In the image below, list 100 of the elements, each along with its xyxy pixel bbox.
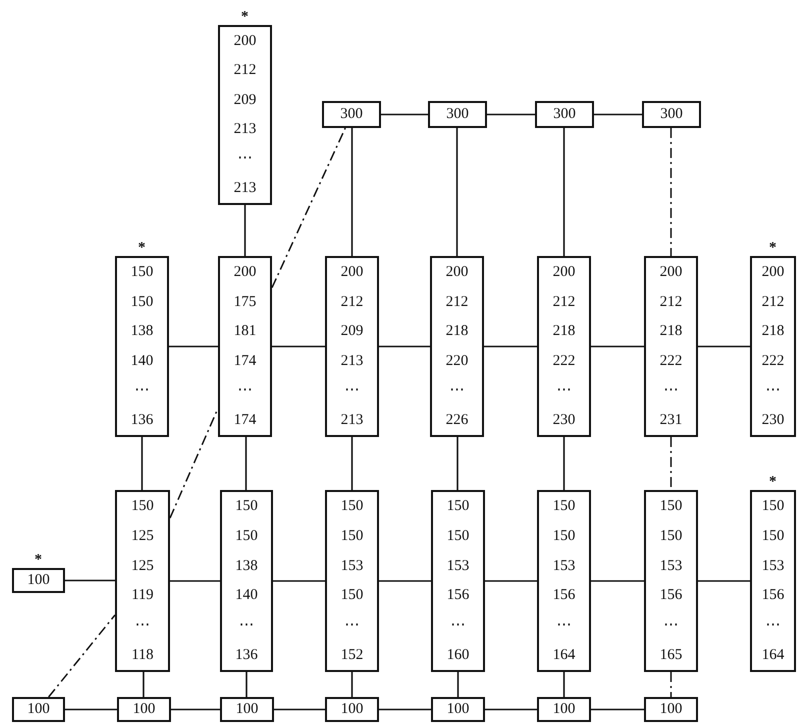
value-column-box — [644, 256, 698, 437]
value-column-box — [431, 490, 485, 672]
value-column-box — [325, 256, 379, 437]
value-text: 150 — [660, 528, 682, 544]
value-text: ⋯ — [556, 383, 572, 398]
value-text: ⋯ — [766, 618, 780, 633]
connector-line — [563, 128, 565, 256]
connector-line — [484, 346, 537, 348]
value-text: 174 — [234, 412, 256, 428]
value-text: 140 — [235, 588, 258, 604]
asterisk-mark: * — [241, 10, 248, 25]
value-text: 150 — [552, 499, 576, 514]
value-text: 150 — [340, 499, 364, 514]
value-text: ⋯ — [450, 383, 464, 398]
value-text: 119 — [132, 588, 154, 604]
connector-line — [379, 708, 431, 710]
value-box — [220, 697, 274, 722]
value-text: 150 — [235, 528, 258, 544]
value-text: 300 — [446, 107, 469, 122]
value-text: 153 — [762, 558, 784, 574]
value-text: 230 — [552, 412, 576, 428]
value-text: 200 — [762, 265, 784, 280]
value-text: 165 — [660, 648, 682, 663]
value-text: 174 — [234, 354, 256, 369]
value-box — [535, 101, 594, 128]
value-text: 136 — [235, 648, 258, 663]
value-box — [325, 697, 379, 722]
connector-line — [246, 672, 248, 697]
value-text: 212 — [762, 294, 784, 310]
connector-line — [594, 114, 642, 116]
value-text: 160 — [446, 648, 470, 663]
connector-line — [171, 708, 220, 710]
value-column-box — [325, 490, 379, 672]
value-text: 100 — [236, 702, 258, 717]
connector-line — [670, 437, 672, 490]
value-text: 156 — [660, 588, 682, 604]
value-text: 150 — [340, 588, 364, 604]
value-column-box — [220, 490, 273, 672]
value-box — [428, 101, 487, 128]
value-text: 226 — [446, 412, 468, 428]
connector-line — [271, 128, 346, 288]
connector-line — [670, 128, 672, 256]
value-text: 100 — [27, 573, 50, 588]
value-text: 200 — [234, 34, 256, 50]
connector-line — [698, 580, 750, 582]
value-text: 212 — [552, 294, 576, 310]
value-text: ⋯ — [239, 618, 254, 633]
value-text: 300 — [340, 107, 363, 122]
value-text: 150 — [552, 528, 576, 544]
value-text: 222 — [762, 354, 784, 369]
value-text: 150 — [762, 528, 784, 544]
value-text: 218 — [446, 324, 468, 340]
asterisk-mark: * — [769, 475, 776, 490]
value-text: ⋯ — [766, 383, 780, 398]
value-column-box — [537, 490, 591, 672]
value-text: 164 — [552, 648, 576, 663]
value-text: 212 — [446, 294, 468, 310]
value-text: 150 — [762, 499, 784, 514]
value-text: ⋯ — [664, 618, 678, 633]
value-text: 150 — [130, 294, 154, 310]
value-text: 213 — [340, 412, 364, 428]
connector-line — [169, 346, 218, 348]
connector-line — [141, 437, 143, 490]
value-text: 220 — [446, 354, 468, 369]
value-text: 164 — [762, 648, 784, 663]
value-column-box — [115, 256, 169, 437]
asterisk-mark: * — [769, 241, 776, 256]
connector-line — [485, 580, 537, 582]
connector-line — [698, 346, 750, 348]
value-text: 140 — [130, 354, 154, 369]
value-text: 212 — [340, 294, 364, 310]
connector-line — [274, 708, 325, 710]
value-text: 118 — [132, 648, 154, 663]
value-text: 156 — [446, 588, 470, 604]
asterisk-mark: * — [34, 553, 42, 568]
value-text: 153 — [446, 558, 470, 574]
value-text: ⋯ — [134, 383, 150, 398]
value-box — [12, 697, 65, 722]
value-column-box — [218, 25, 272, 205]
value-text: 100 — [552, 702, 576, 717]
value-column-box — [750, 256, 796, 437]
value-text: 222 — [552, 354, 576, 369]
connector-line — [591, 708, 644, 710]
value-text: 156 — [762, 588, 784, 604]
connector-line — [456, 437, 458, 490]
connector-line — [65, 580, 115, 582]
connector-line — [142, 672, 144, 697]
value-text: 218 — [660, 324, 682, 340]
connector-line — [379, 580, 431, 582]
value-text: 150 — [130, 265, 154, 280]
value-text: 100 — [340, 702, 364, 717]
connector-line — [273, 580, 325, 582]
connector-line — [48, 614, 116, 698]
value-text: 175 — [234, 294, 256, 310]
value-text: 100 — [132, 702, 156, 717]
value-text: 200 — [552, 265, 576, 280]
value-text: 100 — [660, 702, 682, 717]
value-column-box — [115, 490, 170, 672]
value-text: ⋯ — [556, 618, 572, 633]
value-box — [117, 697, 171, 722]
